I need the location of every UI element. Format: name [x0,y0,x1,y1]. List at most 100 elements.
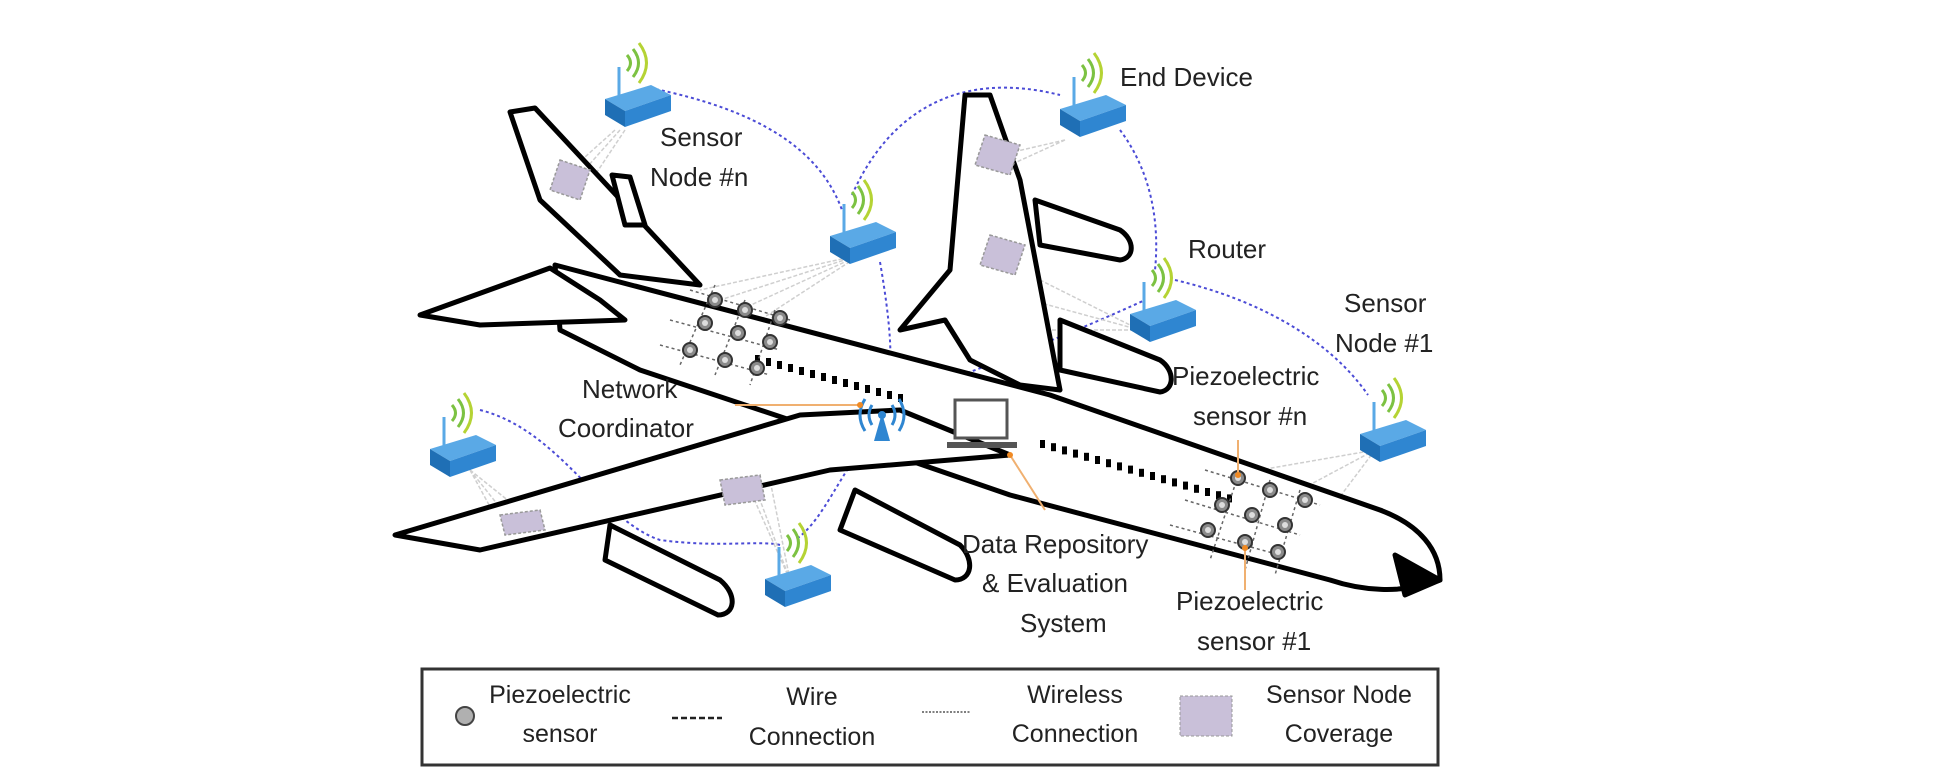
sensor-node-left-wing [428,391,498,479]
window [821,373,826,381]
window [810,370,815,378]
coverage-farwing-top [974,134,1021,176]
window [876,388,881,396]
engine-near-left [602,522,735,618]
window [1106,459,1111,468]
sensor-node-n [603,41,673,129]
label-data-repository: Data Repository & Evaluation System [962,529,1156,638]
link-enddevice-router2 [1119,129,1158,271]
link-leftnode-bottomnode [479,409,781,546]
label-sensor-node-n: Sensor Node #n [650,122,750,192]
window [832,376,837,384]
window [1161,475,1166,484]
window-row [755,355,1232,503]
sensor-node-bottom [763,521,833,609]
window [1084,452,1089,461]
nose-cone [1392,552,1443,598]
piezo-sensor [1270,544,1286,560]
window [1117,462,1122,471]
window [766,358,771,366]
piezo-sensor [1277,517,1293,533]
window [755,355,760,363]
window [865,385,870,393]
link-router2-node1 [1174,279,1369,396]
window [898,394,903,402]
piezo-sensor [737,302,753,318]
piezo-sensor-icon [455,706,475,726]
window [1150,472,1155,480]
label-sensor-node-1: Sensor Node #1 [1335,288,1434,358]
window [1194,484,1199,493]
laptop-icon [947,398,1017,448]
window [1073,449,1078,458]
window [1062,446,1067,455]
window [1183,481,1188,490]
coverage-areas [499,134,1026,536]
coverage-icon [1179,695,1233,737]
engine-far-lower [1057,317,1174,395]
piezo-sensor [772,310,788,326]
piezo-sensor [1200,522,1216,538]
coverage-nearwing-mid [719,474,766,506]
end-device-node [1058,51,1128,139]
router-node-tail [828,178,898,266]
coverage-tail [549,159,591,201]
callout-lines [735,404,1246,590]
vertical-stabilizer [507,105,703,288]
tail-fin-rudder [609,172,648,228]
far-wing [897,92,1063,393]
link-router-coordinator [879,261,892,396]
piezo-sensor [1244,507,1260,523]
coverage-farwing-mid [979,234,1026,276]
piezo-sensor [717,352,733,368]
label-end-device: End Device [1120,62,1253,92]
window [1051,443,1056,452]
sensor-node-1 [1358,376,1428,464]
window [799,367,804,375]
window [1205,488,1210,496]
window [1172,478,1177,487]
engine-near-right [837,487,972,583]
window [843,379,848,387]
piezo-sensor [1262,482,1278,498]
piezo-sensor [730,325,746,341]
piezo-sensor [762,334,778,350]
piezo-sensor [697,315,713,331]
window [1040,440,1045,448]
label-piezo-1: Piezoelectric sensor #1 [1176,586,1331,656]
label-piezo-n: Piezoelectric sensor #n [1172,361,1327,431]
window [1095,456,1100,464]
window [1128,465,1133,474]
link-router-enddevice [851,86,1061,196]
piezo-sensor [1214,497,1230,513]
window [788,364,793,372]
piezo-sensor [707,292,723,308]
window [854,382,859,390]
horizontal-stabilizer-left [417,265,628,328]
coverage-nearwing-left [499,509,546,536]
piezo-sensor [749,360,765,376]
window [777,361,782,369]
network-coordinator-icon [858,398,906,441]
window [1216,491,1221,500]
window [1227,494,1232,503]
piezo-sensor [1297,492,1313,508]
window [887,391,892,399]
engine-far-upper [1032,197,1134,263]
piezo-sensor [682,342,698,358]
callout-dots [857,402,1248,551]
label-network-coordinator: Network Coordinator [558,374,694,443]
aircraft [392,92,1443,618]
router-node [1128,256,1198,344]
label-router: Router [1188,234,1266,264]
